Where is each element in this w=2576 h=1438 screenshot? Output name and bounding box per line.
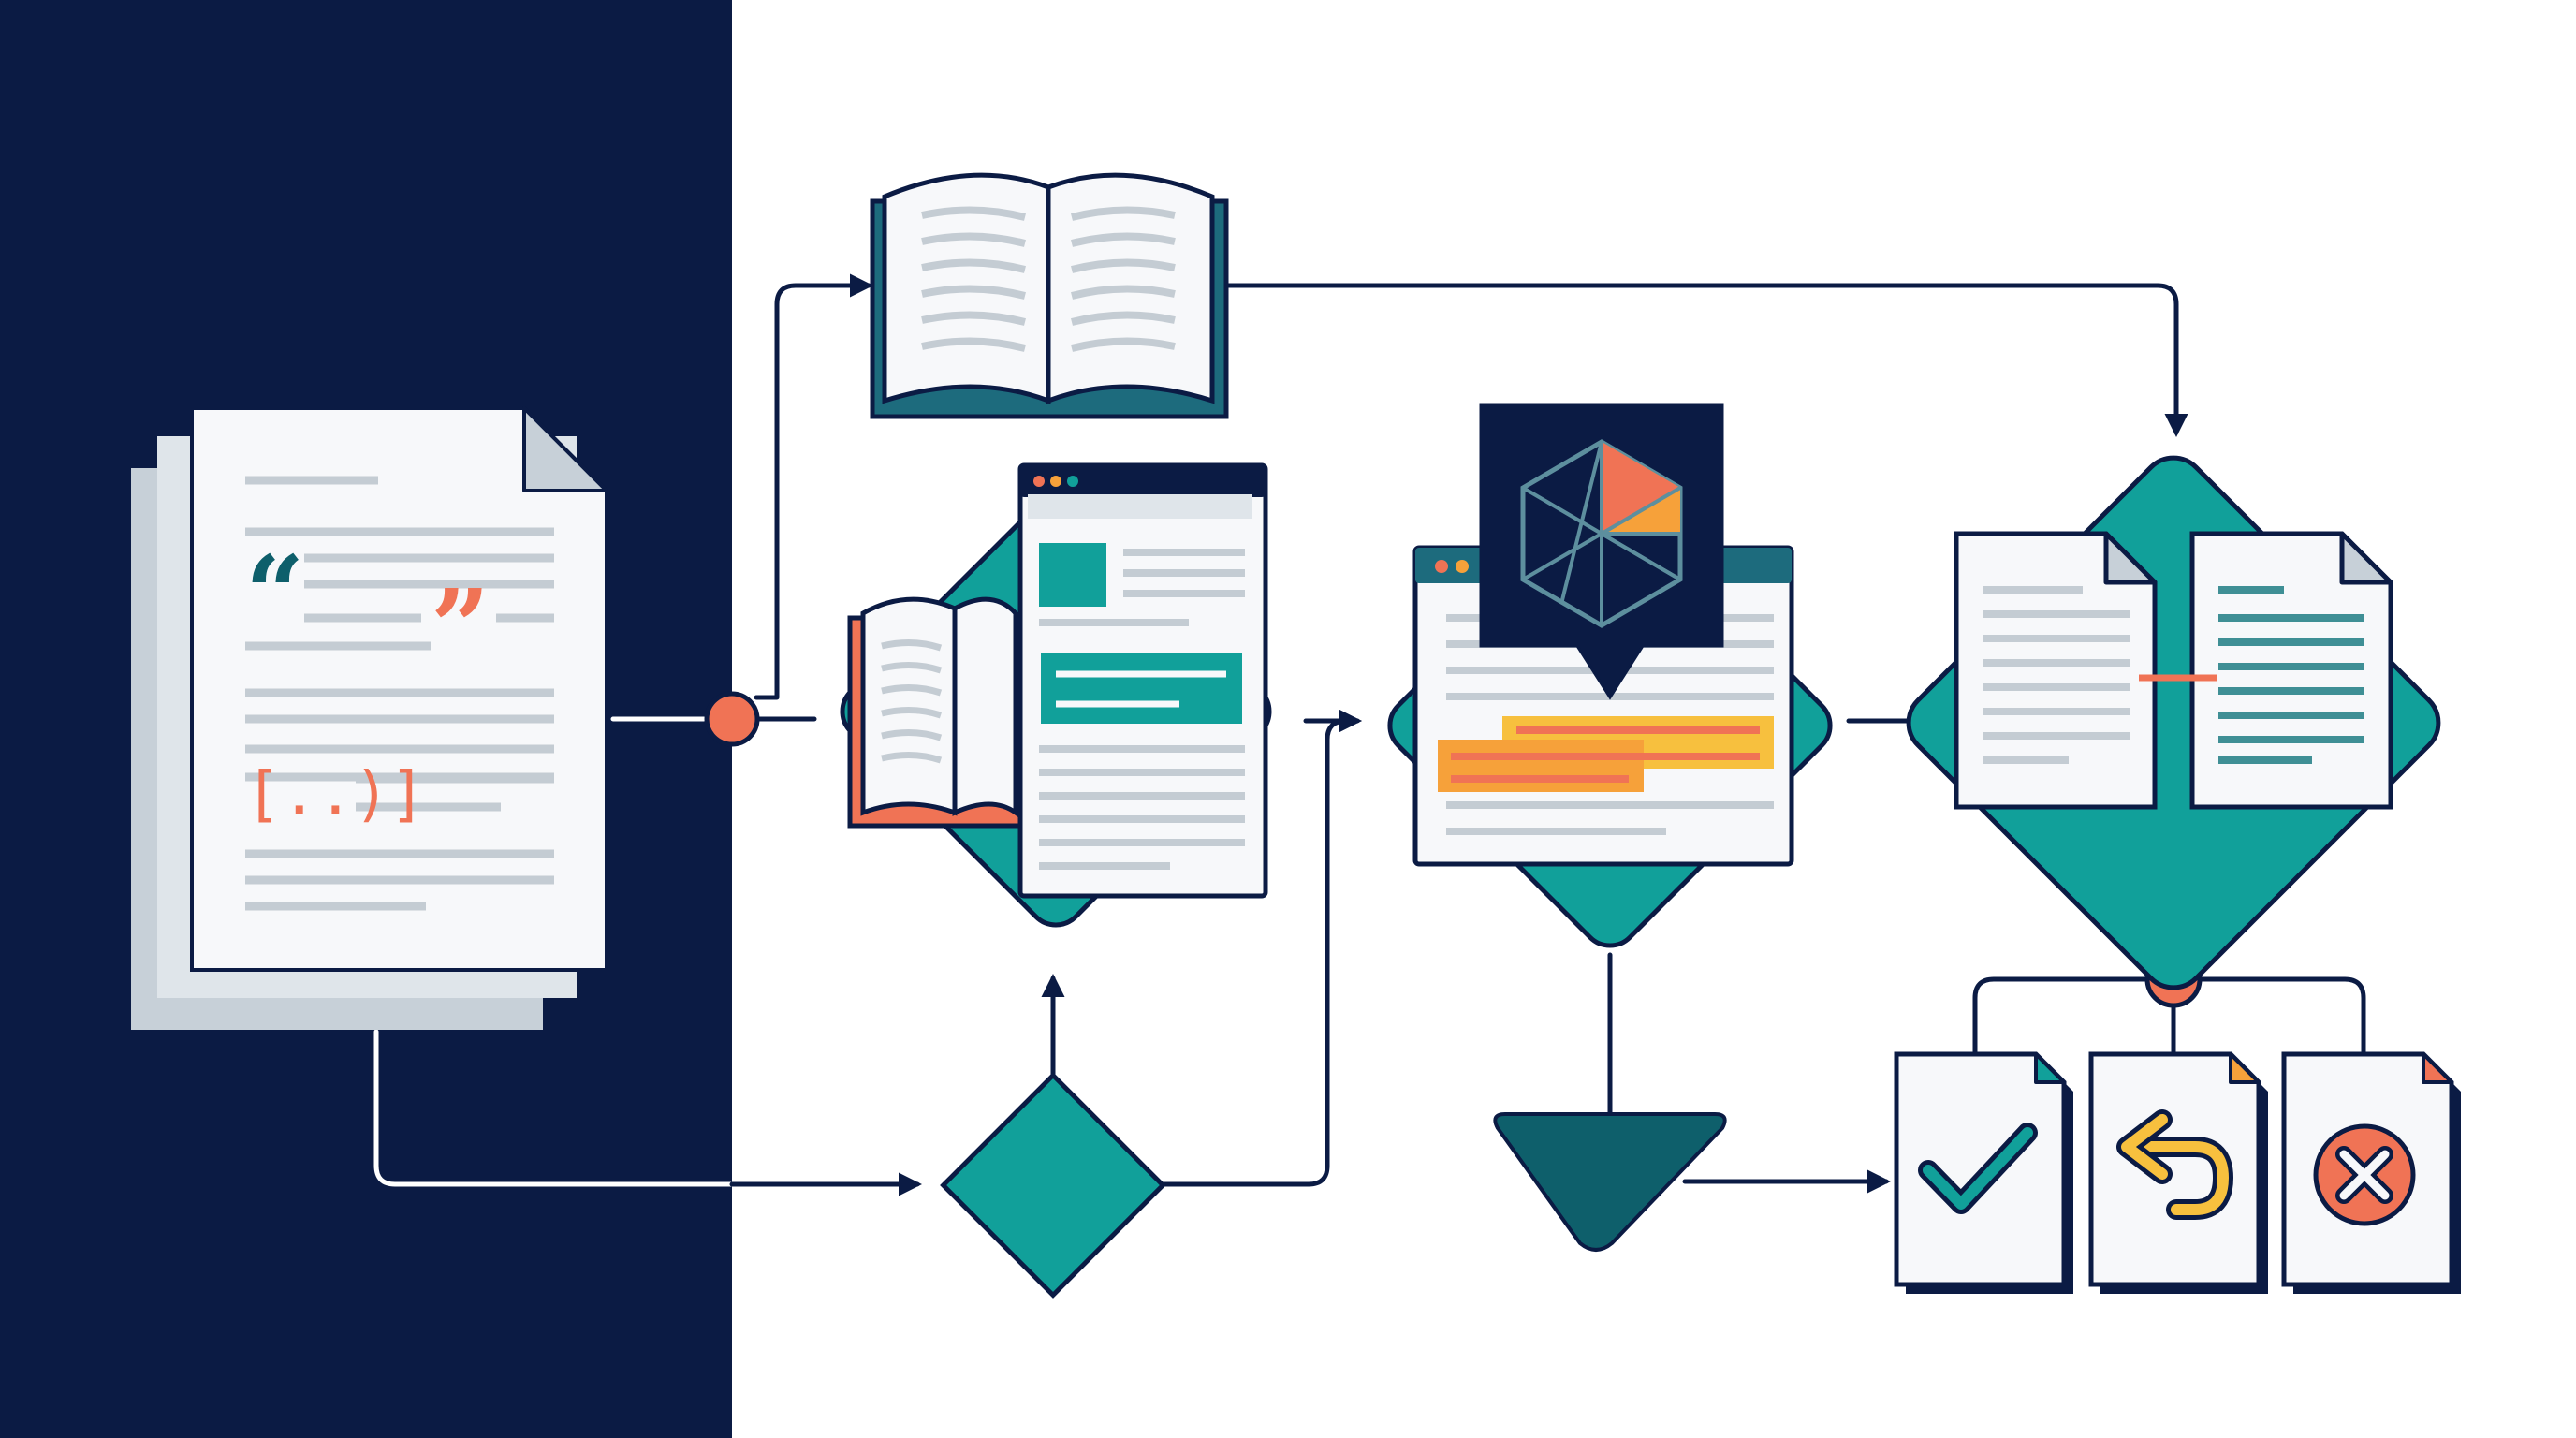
connector-branch-right (2199, 976, 2366, 1056)
outcome-accept (1894, 1051, 2073, 1294)
browser-window-icon (1017, 462, 1268, 899)
document-text-lines (245, 476, 554, 911)
funnel-icon (1493, 1112, 1727, 1252)
document-left-icon (1954, 531, 2158, 810)
connector-branch-left (1972, 976, 2148, 1056)
diamond-b (1387, 403, 1833, 948)
hexagon-network-icon (1520, 439, 1683, 628)
quote-open-mark: “ (245, 533, 304, 653)
outcome-reject (2281, 1051, 2461, 1294)
diamond-a (840, 462, 1272, 928)
open-book-icon (870, 172, 1229, 419)
outcome-revise (2088, 1051, 2268, 1294)
ellipsis-bracket: [..)] (245, 760, 426, 829)
lower-diamond (940, 1072, 1166, 1299)
connectors (373, 273, 2366, 1196)
reject-document-icon (2313, 1123, 2416, 1226)
connector-book-to-compare (1225, 283, 2188, 437)
split-node (704, 691, 760, 747)
quote-close-mark: ” (431, 566, 490, 687)
undo-document-icon (2116, 1109, 2234, 1220)
connector-doc-down (373, 1029, 735, 1187)
source-document: “ ” [..)] (131, 406, 608, 1030)
small-open-book-icon (847, 596, 1023, 829)
connector-node-to-book (754, 273, 873, 700)
compare-diamond (1906, 455, 2441, 990)
document-right-icon (2189, 531, 2393, 810)
